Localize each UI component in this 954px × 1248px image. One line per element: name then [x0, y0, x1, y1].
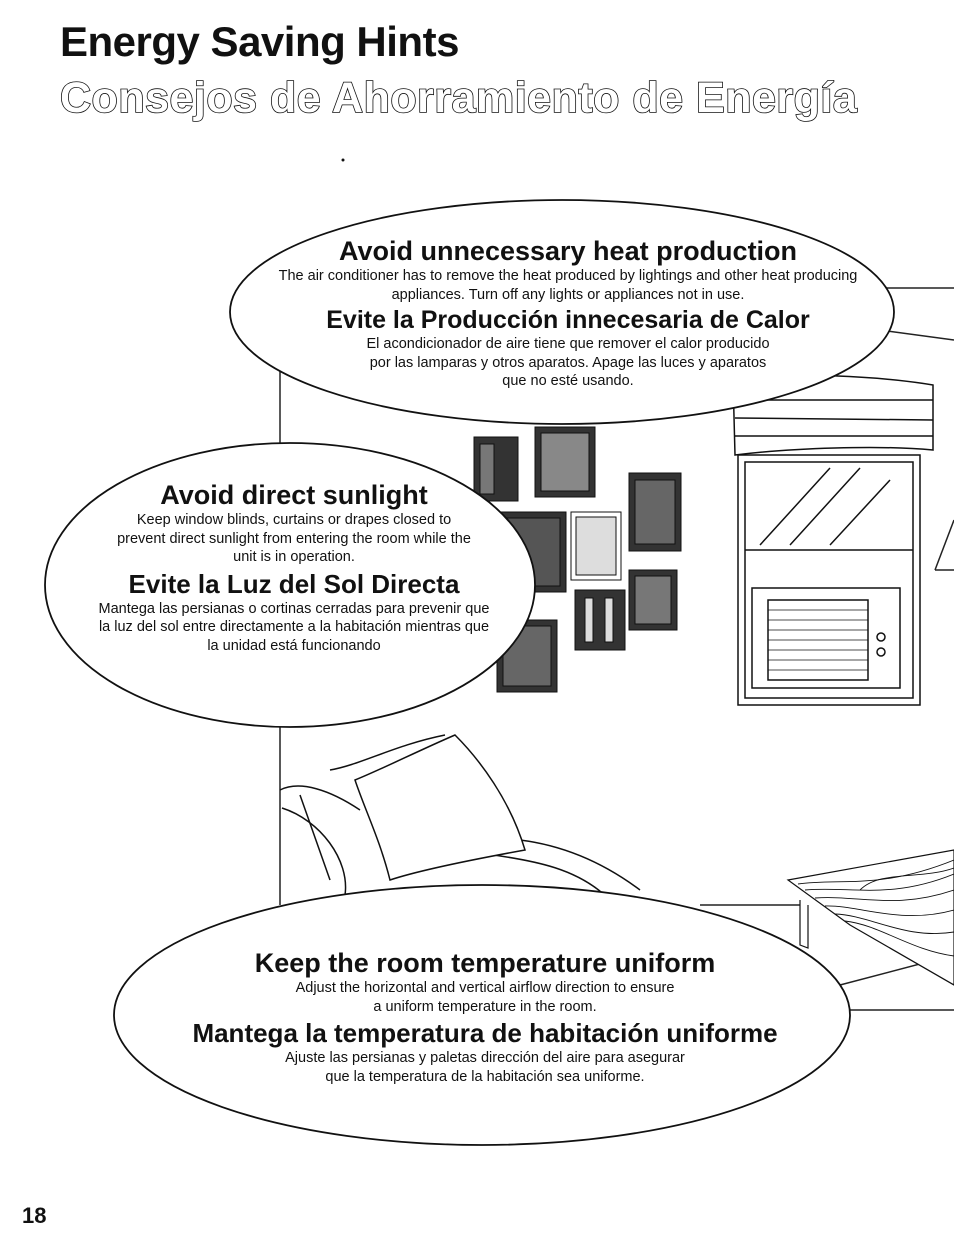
- page-number: 18: [22, 1203, 47, 1228]
- hint-heading-es: Evite la Producción innecesaria de Calor: [326, 306, 810, 334]
- window-air-conditioner-icon: [737, 454, 921, 706]
- hint-body-es: El acondicionador de aire tiene que remo…: [366, 336, 770, 389]
- hint-heading-en: Avoid unnecessary heat production: [338, 236, 798, 266]
- stray-dot: [341, 158, 345, 162]
- hint-heading-en: Keep the room temperature uniform: [254, 948, 716, 978]
- sunlight-hint-bubble: [44, 442, 536, 728]
- hint-heading-es: Mantega la temperatura de habitación uni…: [192, 1018, 778, 1048]
- hint-body-en: Adjust the horizontal and vertical airfl…: [295, 980, 675, 1015]
- wooden-table-icon: [786, 849, 954, 986]
- hint-heading-es: Evite la Luz del Sol Directa: [128, 568, 460, 599]
- page-title: Energy Saving Hints: [60, 18, 459, 65]
- temperature-hint-bubble: [113, 884, 851, 1146]
- hint-direct-sunlight: Avoid direct sunlight Keep window blinds…: [98, 480, 490, 655]
- hint-body-en: Keep window blinds, curtains or drapes c…: [117, 512, 471, 565]
- page-title-spanish: Consejos de Ahorramiento de Energía: [59, 73, 858, 123]
- hint-body-en: The air conditioner has to remove the he…: [278, 268, 858, 303]
- hint-heading-en: Avoid direct sunlight: [160, 480, 428, 510]
- hint-uniform-temperature: Keep the room temperature uniform Adjust…: [140, 948, 830, 1086]
- hint-heat-production: Avoid unnecessary heat production The ai…: [258, 236, 878, 391]
- heat-hint-bubble: [229, 199, 895, 425]
- hint-body-es: Mantega las persianas o cortinas cerrada…: [98, 600, 490, 654]
- hint-body-es: Ajuste las persianas y paletas dirección…: [285, 1050, 685, 1085]
- pillow-icon: [329, 734, 526, 881]
